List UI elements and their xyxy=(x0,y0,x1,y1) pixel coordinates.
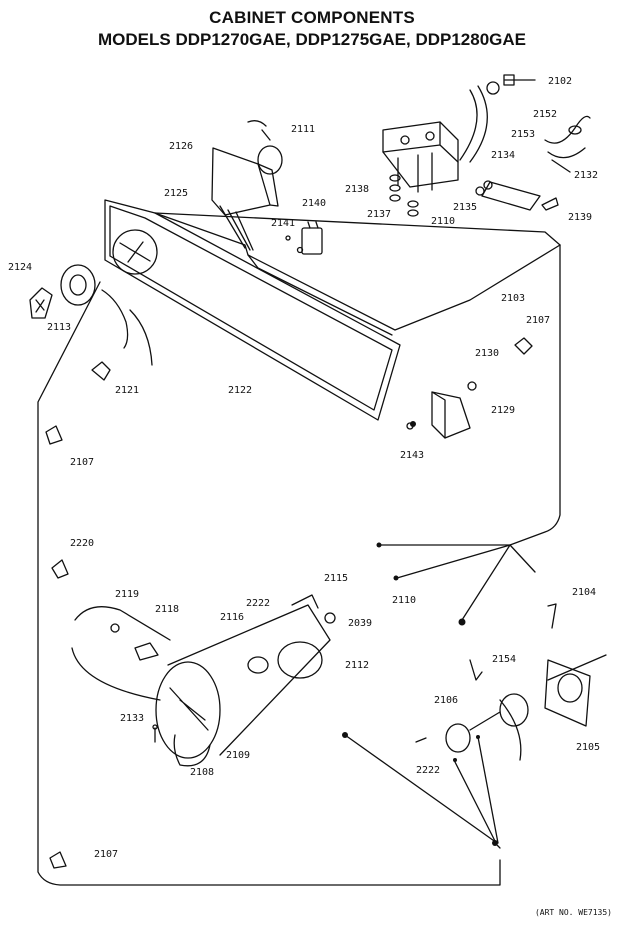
callout: 2130 xyxy=(475,348,499,359)
switch-2140 xyxy=(301,227,323,255)
callout: 2107 xyxy=(94,849,118,860)
callout: 2135 xyxy=(453,202,477,213)
clip-2107-bottom xyxy=(49,851,67,869)
callout: 2112 xyxy=(345,660,369,671)
callout: 2107 xyxy=(70,457,94,468)
diagram-models: MODELS DDP1270GAE, DDP1275GAE, DDP1280GA… xyxy=(98,30,526,49)
cabinet-outline xyxy=(37,281,501,886)
callout: 2039 xyxy=(348,618,372,629)
timer-bracket xyxy=(211,147,271,216)
motor-2106 xyxy=(445,723,471,753)
drum-front xyxy=(155,661,221,759)
callout: 2154 xyxy=(492,654,516,665)
callout: 2115 xyxy=(324,573,348,584)
callout: 2152 xyxy=(533,109,557,120)
callout: 2125 xyxy=(164,188,188,199)
callout: 2129 xyxy=(491,405,515,416)
clip-2220 xyxy=(51,559,69,579)
callout: 2108 xyxy=(190,767,214,778)
callout: 2109 xyxy=(226,750,250,761)
callout: 2103 xyxy=(501,293,525,304)
panel-dial xyxy=(112,229,158,275)
callout: 2104 xyxy=(572,587,596,598)
callout: 2222 xyxy=(246,598,270,609)
art-number: (ART NO. WE7135) xyxy=(534,908,612,917)
callout: 2113 xyxy=(47,322,71,333)
clip-2107-right xyxy=(514,337,533,355)
callout: 2102 xyxy=(548,76,572,87)
callout: 2134 xyxy=(491,150,515,161)
harness-lines xyxy=(344,544,536,844)
clip-2107-left xyxy=(45,425,63,445)
callout: 2143 xyxy=(400,450,424,461)
callout: 2140 xyxy=(302,198,326,209)
callout: 2132 xyxy=(574,170,598,181)
callout: 2111 xyxy=(291,124,315,135)
callout: 2110 xyxy=(392,595,416,606)
callout: 2138 xyxy=(345,184,369,195)
clip-2121 xyxy=(91,361,111,381)
timer-knob xyxy=(60,264,96,306)
callout: 2118 xyxy=(155,604,179,615)
terminal-block xyxy=(382,121,459,188)
callout: 2124 xyxy=(8,262,32,273)
callout: 2110 xyxy=(431,216,455,227)
motor-pulley-2154 xyxy=(499,693,529,727)
callout: 2122 xyxy=(228,385,252,396)
callout: 2137 xyxy=(367,209,391,220)
cabinet-right-wire xyxy=(509,244,561,546)
callout: 2141 xyxy=(271,218,295,229)
screw-2104 xyxy=(547,603,557,629)
callout: 2107 xyxy=(526,315,550,326)
callout: 2106 xyxy=(434,695,458,706)
harness-2132 xyxy=(544,115,591,173)
bracket-2139 xyxy=(481,181,541,211)
drum-body xyxy=(167,604,331,756)
callout: 2133 xyxy=(120,713,144,724)
callout: 2121 xyxy=(115,385,139,396)
callout: 2220 xyxy=(70,538,94,549)
callout: 2139 xyxy=(568,212,592,223)
motor-mount-2105 xyxy=(544,659,591,727)
callout: 2116 xyxy=(220,612,244,623)
callout: 2153 xyxy=(511,129,535,140)
callout: 2119 xyxy=(115,589,139,600)
strap-2153 xyxy=(459,89,478,161)
callout: 2105 xyxy=(576,742,600,753)
knob-2124 xyxy=(29,287,53,319)
diagram-title: CABINET COMPONENTS xyxy=(209,8,415,27)
callout: 2126 xyxy=(169,141,193,152)
top-panel xyxy=(154,212,561,331)
callout: 2222 xyxy=(416,765,440,776)
control-panel xyxy=(104,199,401,421)
door-switch xyxy=(431,391,471,439)
bracket-2118 xyxy=(134,642,159,661)
